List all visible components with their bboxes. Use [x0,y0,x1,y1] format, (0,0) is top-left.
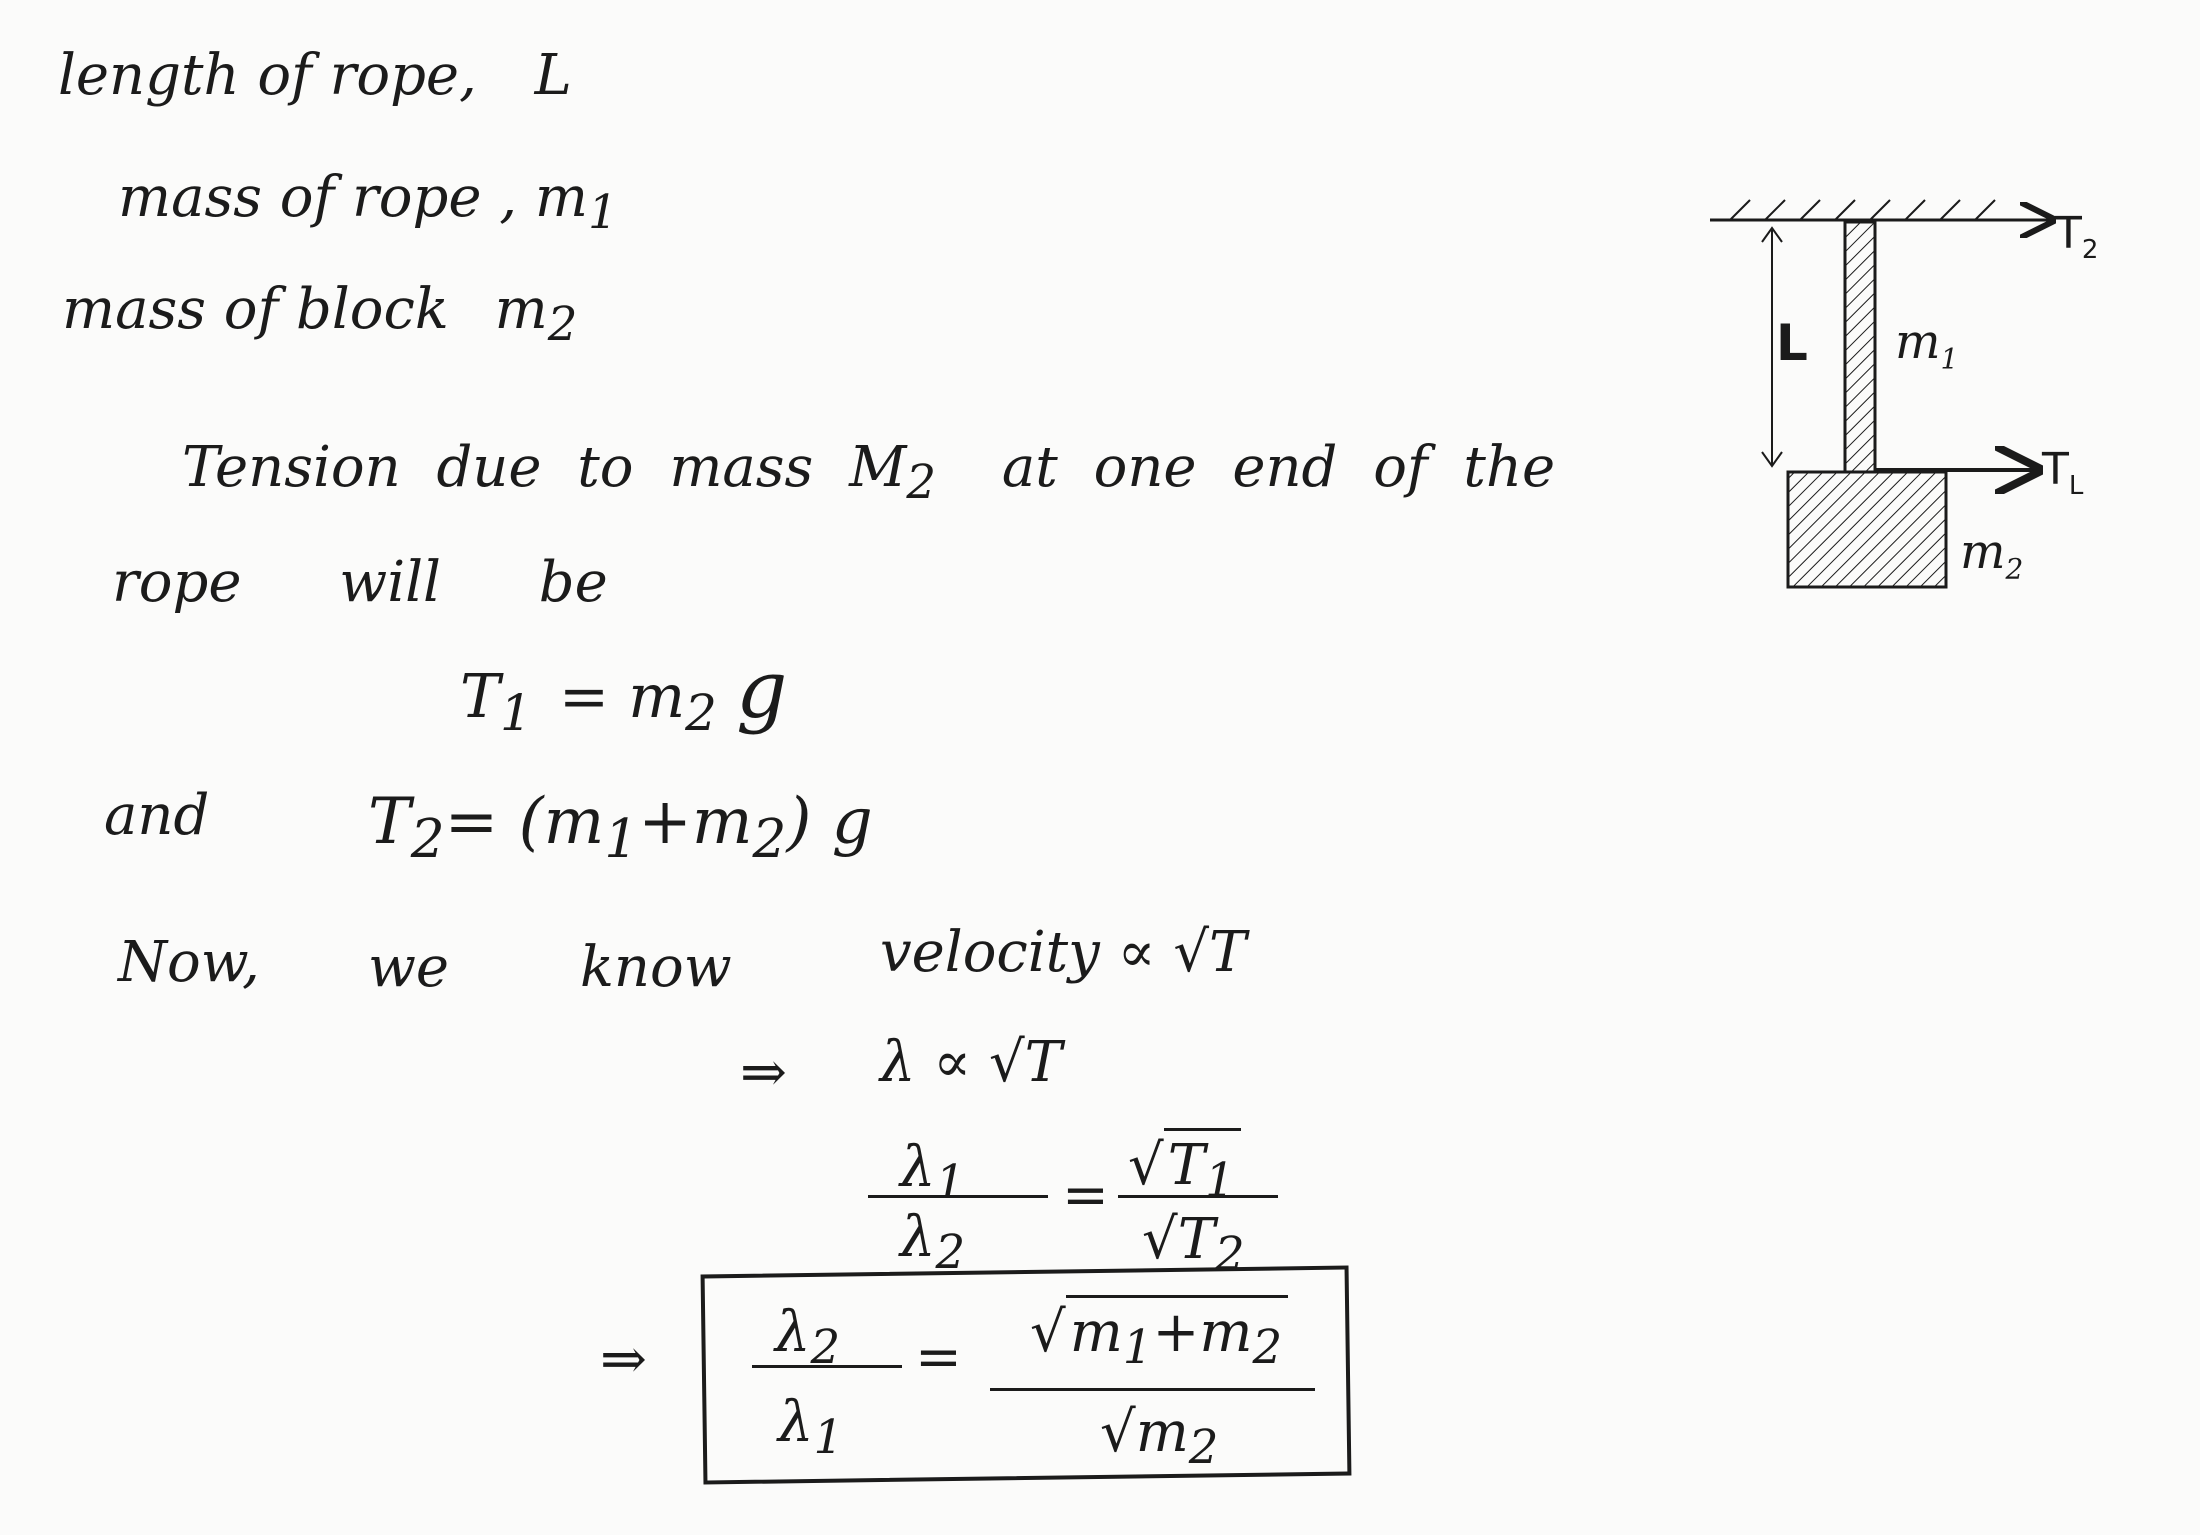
diagram-length-label: L [1776,314,1808,372]
lambda-relation: λ ∝ √T [880,1030,1063,1095]
t2-lhs: T [368,785,411,859]
t2-m2-sub: 2 [752,806,787,870]
statement-m2-sub: 2 [906,456,937,511]
result-num: λ2 [775,1305,840,1372]
diagram-m2-label: m2 [1960,528,2023,584]
ratio-rhs-num-sub: 1 [1205,1154,1235,1209]
t2-m1-sub: 1 [604,806,639,870]
implies-arrow-1: ⇒ [740,1040,787,1105]
diagram-tl: T [2042,444,2069,495]
diagram-m2-sub: 2 [2005,552,2024,586]
diagram-m2: m [1960,524,2006,580]
ceiling [1710,199,2050,220]
result-rhs-den-sub: 2 [1188,1421,1219,1476]
rope-mass-given: mass of rope , m1 [118,170,618,237]
rope-mass-sub: 1 [587,186,618,241]
t1-rhs: = m [558,662,686,732]
diagram-m1-label: m1 [1895,318,1958,374]
diagram-tl-label: TL [2042,448,2083,499]
know-word: know [580,935,732,1000]
block-mass-sub: 2 [547,298,578,353]
ratio-rhs-den-sub: 2 [1215,1228,1245,1283]
ratio-rhs-num-t: T [1167,1133,1206,1198]
statement-line-1: Tension due to mass M2 at one end of the [182,440,1555,507]
ratio-num: λ1 [900,1140,965,1207]
ratio-rhs-den: √T2 [1142,1207,1245,1283]
result-rhs-plus: +m [1152,1300,1253,1365]
result-rhs-den: √m2 [1100,1400,1219,1476]
now-word: Now, [118,930,260,995]
t2-rhs: = (m [444,785,605,859]
diagram-t2: T [2055,208,2082,259]
ratio-den-sub: 2 [935,1226,966,1281]
statement-line-1-text: Tension due to mass M [182,435,907,500]
t2-close: ) g [786,785,873,859]
block-mass-label: mass of block [62,277,449,342]
t1-lhs: T [460,662,501,732]
result-rhs-den-m: m [1135,1400,1189,1465]
result-den-lambda: λ [778,1390,814,1455]
result-rhs-num: √m1+m2 [1030,1295,1289,1376]
result-fraction-bar-right [990,1388,1315,1391]
diagram-t2-sub: 2 [2081,234,2099,265]
ratio-num-sub: 1 [935,1156,966,1211]
ratio-den-lambda: λ [900,1205,936,1270]
equation-t2: T2= (m1+m2) g [368,790,873,865]
result-num-lambda: λ [775,1300,811,1365]
result-rhs-m: m [1069,1300,1123,1365]
ratio-fraction-bar-right [1118,1195,1278,1198]
result-num-sub: 2 [810,1321,841,1376]
t1-lhs-sub: 1 [500,684,532,742]
length-symbol: L [534,43,572,108]
t1-rhs-sub: 2 [685,684,717,742]
rope-block-diagram [1710,199,2110,589]
statement-line-1-tail: at one end of the [1001,435,1556,500]
t1-g: g [736,643,788,736]
statement-line-2: rope will be [112,550,608,615]
length-label: length of rope, [58,43,477,108]
ratio-rhs-num: √T1 [1128,1128,1241,1209]
diagram-m1: m [1895,314,1941,370]
and-word: and [104,783,210,848]
ratio-num-lambda: λ [900,1135,936,1200]
block [1786,470,1948,589]
ratio-fraction-bar-left [868,1195,1048,1198]
diagram-t2-label: T2 [2055,212,2098,263]
t2-plus: +m [638,785,753,859]
result-den-sub: 1 [813,1411,844,1466]
t2-lhs-sub: 2 [410,806,445,870]
result-den: λ1 [778,1395,843,1462]
result-fraction-bar-left [752,1365,902,1368]
length-given: length of rope, L [58,48,572,104]
we-word: we [368,935,450,1000]
rope [1843,220,1877,474]
ratio-rhs-den-t: T [1177,1207,1216,1272]
rope-mass-label: mass of rope , m [118,165,588,230]
ratio-den: λ2 [900,1210,965,1277]
block-mass-given: mass of block m2 [62,282,577,349]
diagram-tl-sub: L [2068,470,2084,501]
result-equals: = [915,1325,962,1390]
ratio-equals: = [1062,1163,1109,1228]
velocity-relation: velocity ∝ √T [880,920,1247,985]
block-mass-symbol: m [494,277,548,342]
diagram-m1-sub: 1 [1940,342,1959,376]
equation-t1: T1 = m2 g [460,650,787,739]
result-rhs-sub2: 2 [1252,1321,1283,1376]
result-rhs-sub1: 1 [1122,1321,1153,1376]
implies-arrow-2: ⇒ [600,1327,647,1392]
